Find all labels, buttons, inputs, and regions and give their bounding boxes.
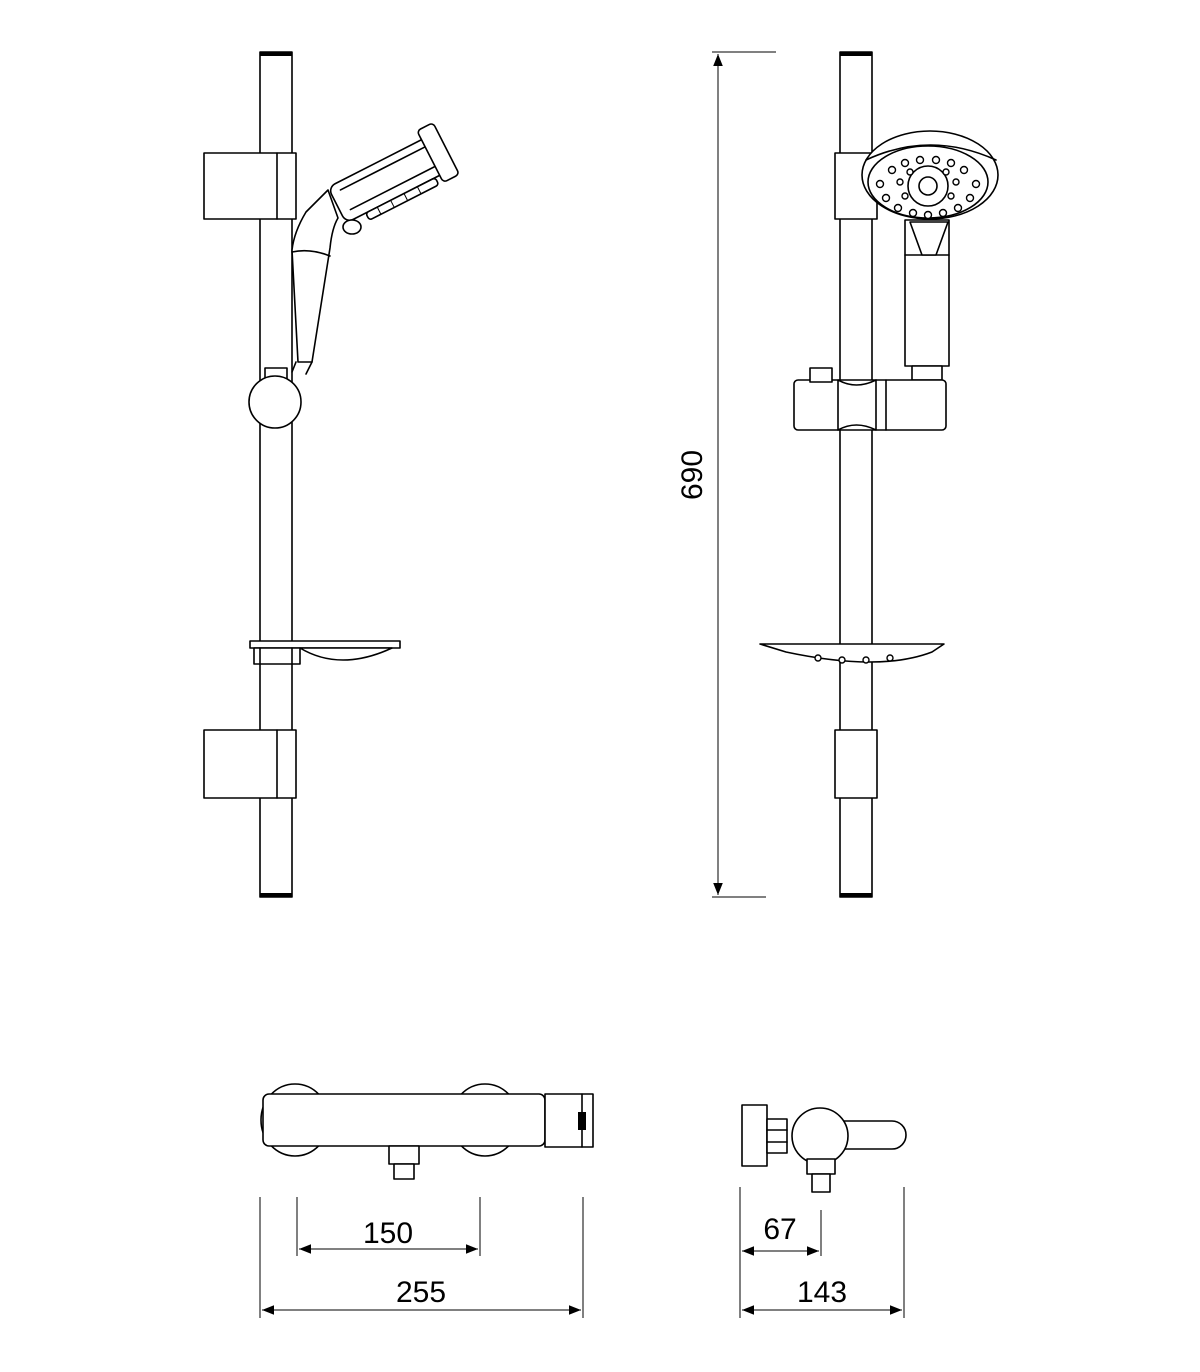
front-view-shower-rail	[203, 51, 459, 898]
width-label: 255	[396, 1276, 446, 1309]
thermostat-dimensions: 150 255 67 143	[259, 1187, 905, 1318]
axle-distance-label: 150	[363, 1217, 413, 1250]
height-dimension: 690	[676, 51, 776, 898]
thermostat-front-view	[260, 1083, 594, 1180]
side-view-shower-rail	[759, 51, 999, 898]
height-dimension-label: 690	[676, 450, 709, 500]
side-depth-label: 143	[797, 1276, 847, 1309]
side-offset-label: 67	[763, 1213, 796, 1246]
thermostat-side-view	[741, 1104, 907, 1193]
